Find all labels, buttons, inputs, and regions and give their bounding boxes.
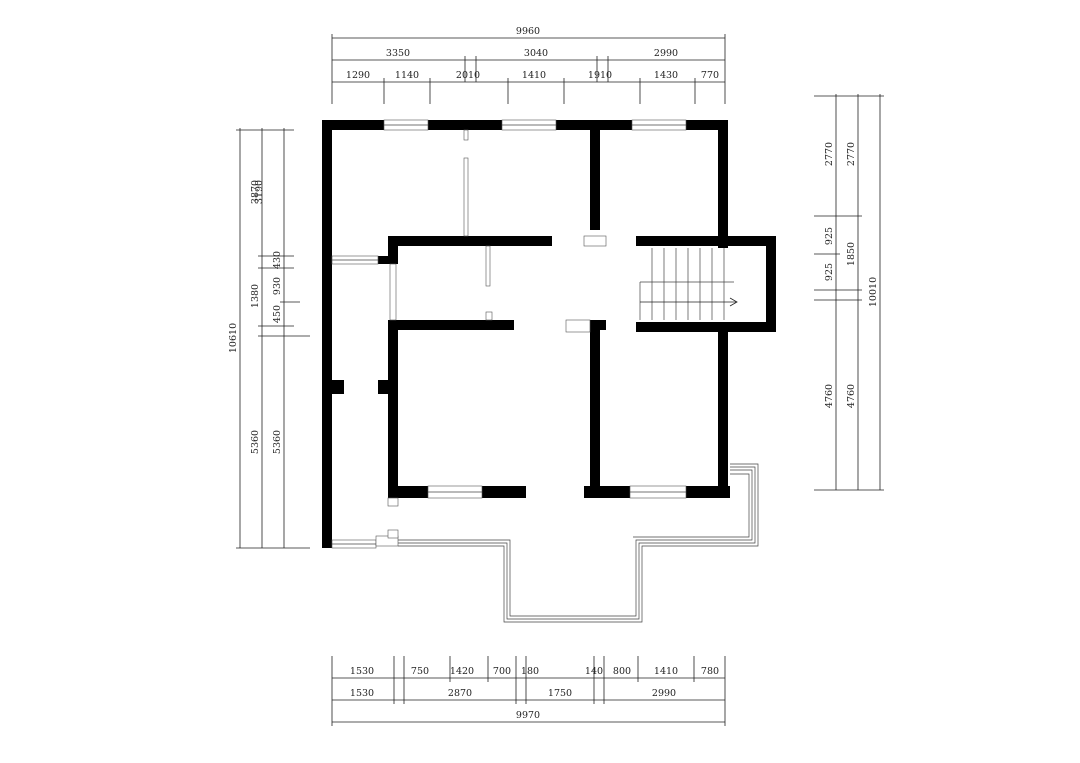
left-dim-5360a: 5360 bbox=[250, 430, 261, 454]
partition-line-lower bbox=[485, 245, 491, 287]
bottom-dim-700: 700 bbox=[493, 666, 511, 677]
bottom-dim-1530a: 1530 bbox=[350, 666, 374, 677]
bottom-dim-1410: 1410 bbox=[654, 666, 678, 677]
right-dim-4760a: 4760 bbox=[824, 384, 835, 408]
bottom-dim-2990: 2990 bbox=[652, 688, 676, 699]
door-post-left bbox=[387, 497, 399, 507]
top-dim-1290: 1290 bbox=[346, 70, 370, 81]
top-overall-dim: 9960 bbox=[516, 26, 540, 37]
interior-details bbox=[387, 129, 607, 507]
right-dim-2770b: 2770 bbox=[846, 142, 857, 166]
left-dim-3190: 3190 bbox=[254, 180, 265, 204]
partition-line-mid bbox=[463, 157, 469, 237]
terrace-railing bbox=[398, 463, 759, 623]
bottom-dim-1420: 1420 bbox=[450, 666, 474, 677]
staircase bbox=[639, 248, 738, 320]
bottom-dim-180: 180 bbox=[521, 666, 539, 677]
bottom-dim-2870: 2870 bbox=[448, 688, 472, 699]
left-dimensions: 10610 3870 1380 5360 3190 430 930 450 53… bbox=[228, 128, 310, 549]
bottom-dim-1750: 1750 bbox=[548, 688, 572, 699]
windows bbox=[331, 119, 687, 549]
top-dim-770: 770 bbox=[701, 70, 719, 81]
top-dim-3040: 3040 bbox=[524, 48, 548, 59]
top-dim-1410: 1410 bbox=[522, 70, 546, 81]
left-dim-450: 450 bbox=[272, 305, 283, 323]
top-dimensions: 9960 3350 3040 2990 1290 1140 2010 1410 … bbox=[331, 26, 726, 104]
left-overall-dim: 10610 bbox=[228, 323, 239, 353]
right-dim-2770a: 2770 bbox=[824, 142, 835, 166]
left-dim-5360b: 5360 bbox=[272, 430, 283, 454]
walls bbox=[322, 120, 776, 548]
column-small bbox=[485, 311, 493, 321]
bottom-dim-780: 780 bbox=[701, 666, 719, 677]
left-dim-430: 430 bbox=[272, 251, 283, 269]
left-dim-3870: 3870 bbox=[250, 180, 261, 204]
column-upper bbox=[583, 235, 607, 247]
bottom-dim-750: 750 bbox=[411, 666, 429, 677]
bottom-dimensions: 1530 750 1420 700 180 140 800 1410 780 1… bbox=[331, 656, 726, 726]
column-lower bbox=[565, 319, 591, 333]
bottom-dim-140: 140 bbox=[585, 666, 603, 677]
left-dim-930: 930 bbox=[272, 277, 283, 295]
right-dim-4760b: 4760 bbox=[846, 384, 857, 408]
bottom-dim-800: 800 bbox=[613, 666, 631, 677]
right-overall-dim: 10010 bbox=[868, 277, 879, 307]
top-dim-1140: 1140 bbox=[395, 70, 419, 81]
top-dim-1910: 1910 bbox=[588, 70, 612, 81]
bottom-dim-1530b: 1530 bbox=[350, 688, 374, 699]
right-dim-925b: 925 bbox=[824, 263, 835, 281]
left-dim-1380: 1380 bbox=[250, 284, 261, 308]
partition-line-upper bbox=[463, 129, 469, 141]
top-dim-3350: 3350 bbox=[386, 48, 410, 59]
top-dim-2990: 2990 bbox=[654, 48, 678, 59]
top-dim-1430: 1430 bbox=[654, 70, 678, 81]
top-dim-2010: 2010 bbox=[456, 70, 480, 81]
right-dim-925a: 925 bbox=[824, 227, 835, 245]
right-dimensions: 2770 925 925 4760 2770 1850 4760 10010 bbox=[814, 94, 884, 491]
bottom-overall-dim: 9970 bbox=[516, 710, 540, 721]
right-dim-1850: 1850 bbox=[846, 242, 857, 266]
